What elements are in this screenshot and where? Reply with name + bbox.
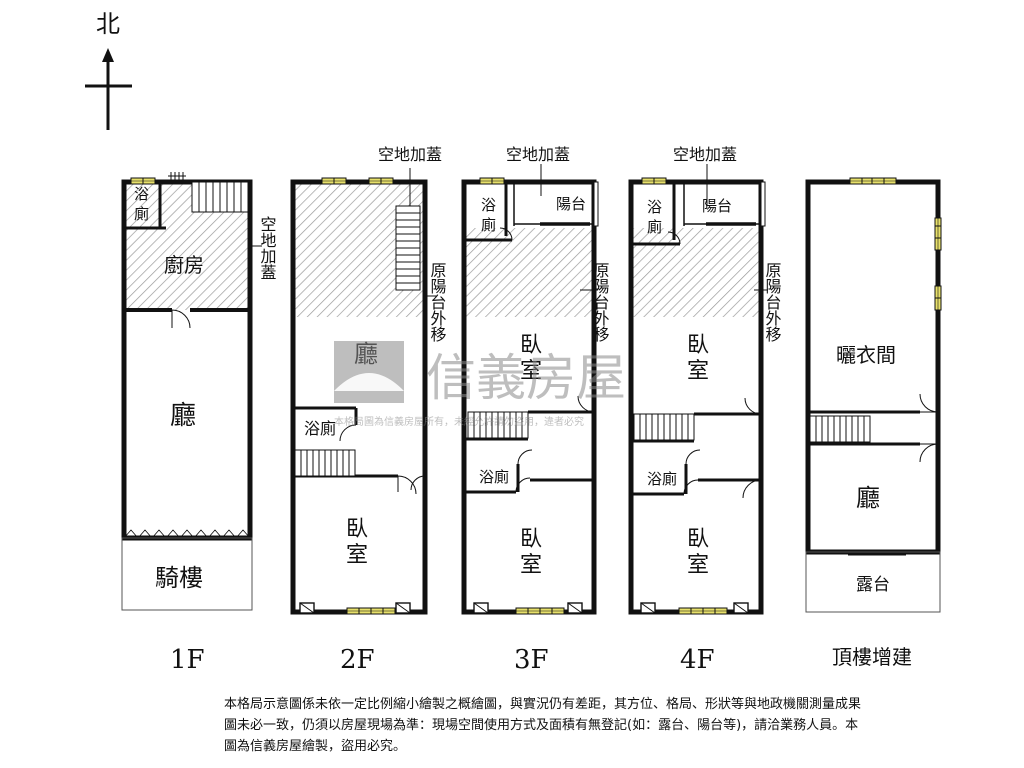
room-rooftop-laundry: 曬衣間 bbox=[836, 343, 896, 367]
room-2f-bedroom-1: 臥 bbox=[346, 517, 368, 542]
watermark-brand: 信義房屋 bbox=[426, 349, 626, 407]
floor-label-3f: 3F bbox=[514, 645, 549, 675]
room-1f-kitchen: 廚房 bbox=[164, 253, 204, 277]
note-3f-balcony-moved: 原陽台外移 bbox=[591, 262, 610, 342]
room-4f-bedroom-1: 臥 bbox=[687, 527, 709, 552]
room-4f-balcony: 陽台 bbox=[702, 197, 732, 215]
room-3f-bedroom-1: 臥 bbox=[520, 527, 542, 552]
room-3f-bedroom-top-1: 臥 bbox=[520, 333, 542, 358]
room-3f-bath-mid: 浴廁 bbox=[479, 468, 509, 486]
room-4f-bath-top-1: 浴 bbox=[647, 198, 662, 216]
room-3f-bedroom-2: 室 bbox=[520, 553, 542, 578]
note-4f-balcony-moved: 原陽台外移 bbox=[763, 262, 782, 342]
floor-1f bbox=[121, 172, 253, 611]
floor-2f bbox=[290, 168, 436, 615]
floor-label-1f: 1F bbox=[170, 645, 205, 675]
room-rooftop-terrace: 露台 bbox=[856, 575, 890, 595]
brand-watermark: 信義房屋 本格局圖為信義房屋所有，未經允許請勿盜用，違者必究 bbox=[334, 333, 694, 433]
floor-label-4f: 4F bbox=[680, 645, 715, 675]
floor-4f bbox=[628, 164, 768, 615]
disclaimer-text: 本格局示意圖係未依一定比例縮小繪製之概繪圖，與實況仍有差距，其方位、格局、形狀等… bbox=[224, 697, 862, 754]
note-2f-balcony-moved: 原陽台外移 bbox=[428, 262, 447, 342]
room-1f-arcade: 騎樓 bbox=[155, 564, 203, 592]
room-1f-bath-2: 廁 bbox=[134, 205, 149, 223]
room-1f-hall: 廳 bbox=[170, 401, 196, 431]
note-2f-land-cover: 空地加蓋 bbox=[378, 145, 442, 164]
room-4f-bath-top-2: 廁 bbox=[647, 218, 662, 236]
brand-logo-icon: 信義房屋 本格局圖為信義房屋所有，未經允許請勿盜用，違者必究 bbox=[334, 341, 626, 428]
room-2f-bath: 浴廁 bbox=[304, 419, 336, 438]
room-3f-balcony: 陽台 bbox=[556, 195, 586, 213]
floor-label-rooftop: 頂樓增建 bbox=[832, 645, 912, 669]
room-3f-bedroom-top-2: 室 bbox=[520, 359, 542, 384]
note-3f-land-cover: 空地加蓋 bbox=[506, 145, 570, 164]
floor-3f bbox=[461, 164, 599, 615]
room-4f-bedroom-top-2: 室 bbox=[687, 359, 709, 384]
room-2f-bedroom-2: 室 bbox=[346, 543, 368, 568]
floor-rooftop bbox=[805, 177, 942, 613]
room-4f-bedroom-top-1: 臥 bbox=[687, 333, 709, 358]
note-4f-land-cover: 空地加蓋 bbox=[673, 145, 737, 164]
room-rooftop-hall: 廳 bbox=[856, 484, 880, 512]
room-4f-bath-mid: 浴廁 bbox=[647, 470, 677, 488]
note-1f-land-cover: 空地加蓋 bbox=[258, 216, 277, 280]
room-4f-bedroom-2: 室 bbox=[687, 553, 709, 578]
compass-label: 北 bbox=[96, 10, 120, 38]
floor-label-2f: 2F bbox=[340, 645, 375, 675]
watermark-subtext: 本格局圖為信義房屋所有，未經允許請勿盜用，違者必究 bbox=[334, 415, 584, 428]
room-3f-bath-top-2: 廁 bbox=[481, 216, 496, 234]
room-1f-bath-1: 浴 bbox=[134, 185, 149, 203]
room-3f-bath-top-1: 浴 bbox=[481, 196, 496, 214]
north-arrow-icon bbox=[85, 48, 132, 130]
